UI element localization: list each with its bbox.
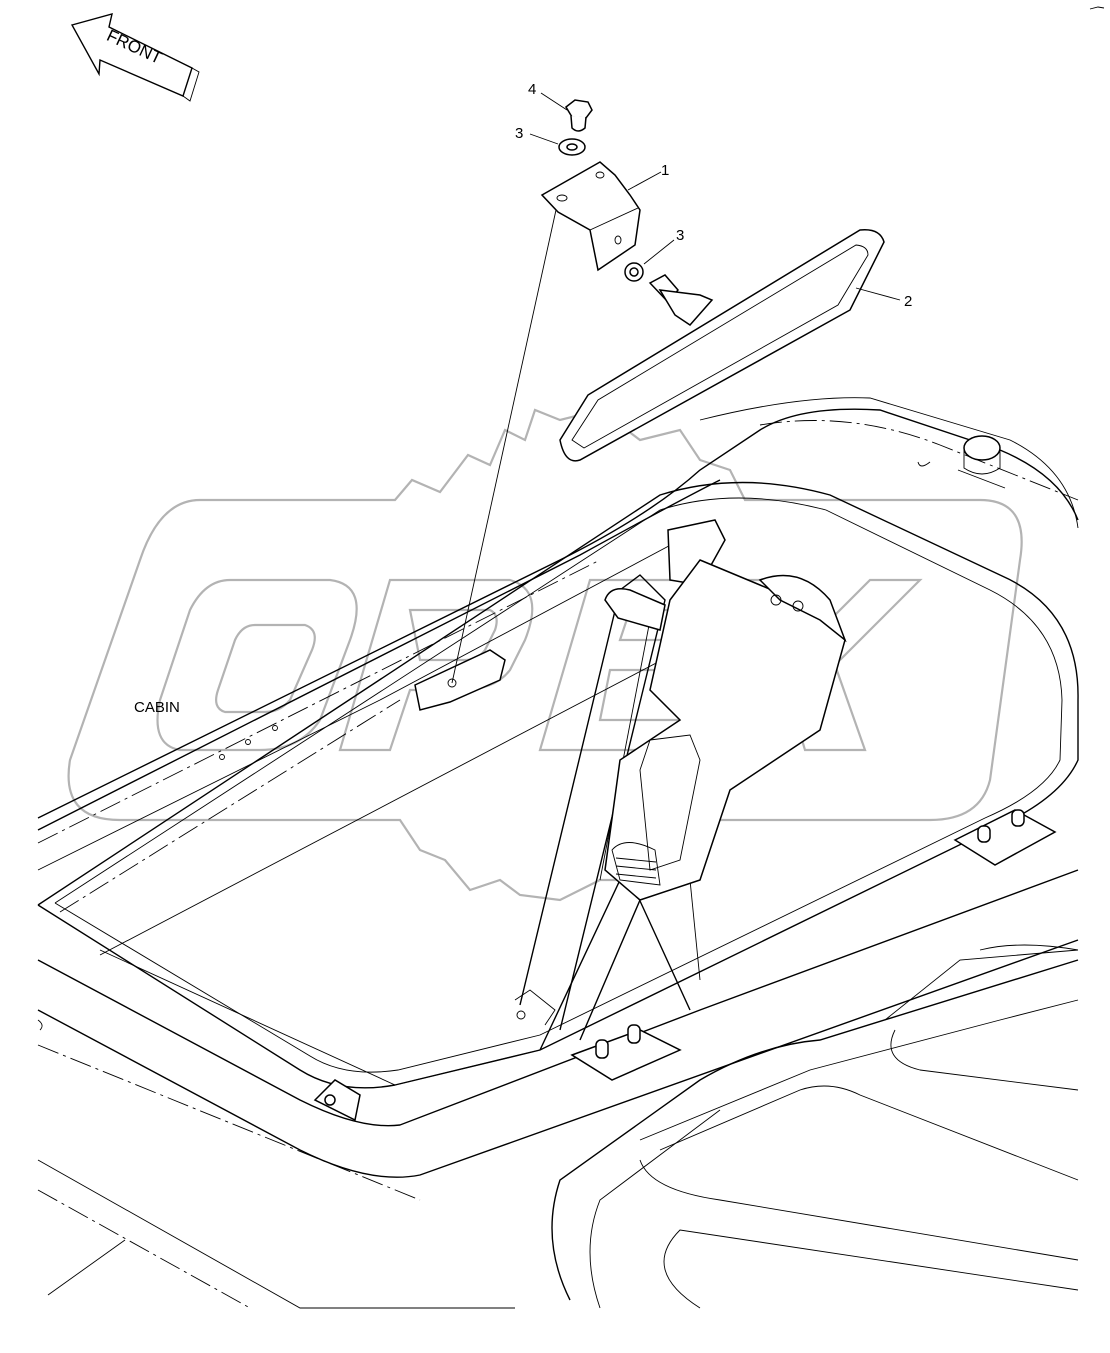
callouts: 4 3 1 3 2 bbox=[515, 81, 912, 310]
watermark bbox=[67, 408, 1023, 902]
corner-mark bbox=[1089, 6, 1105, 10]
front-arrow-label: FRONT bbox=[104, 26, 165, 68]
cabin-roof bbox=[37, 397, 1079, 1309]
cabin-label: CABIN bbox=[134, 699, 180, 716]
mirror-assembly bbox=[451, 99, 885, 684]
callout-3-lower: 3 bbox=[676, 227, 684, 244]
front-arrow: FRONT bbox=[70, 13, 200, 102]
callout-leaders bbox=[529, 92, 901, 301]
bolt bbox=[565, 99, 593, 132]
callout-2: 2 bbox=[904, 293, 912, 310]
callout-1: 1 bbox=[661, 162, 669, 179]
bracket bbox=[540, 161, 641, 272]
washer-lower bbox=[624, 262, 644, 282]
washer-upper bbox=[558, 138, 586, 156]
callout-3-upper: 3 bbox=[515, 125, 523, 142]
callout-4: 4 bbox=[528, 81, 536, 98]
cabin-pillar bbox=[414, 519, 847, 1051]
mirror bbox=[559, 229, 885, 462]
